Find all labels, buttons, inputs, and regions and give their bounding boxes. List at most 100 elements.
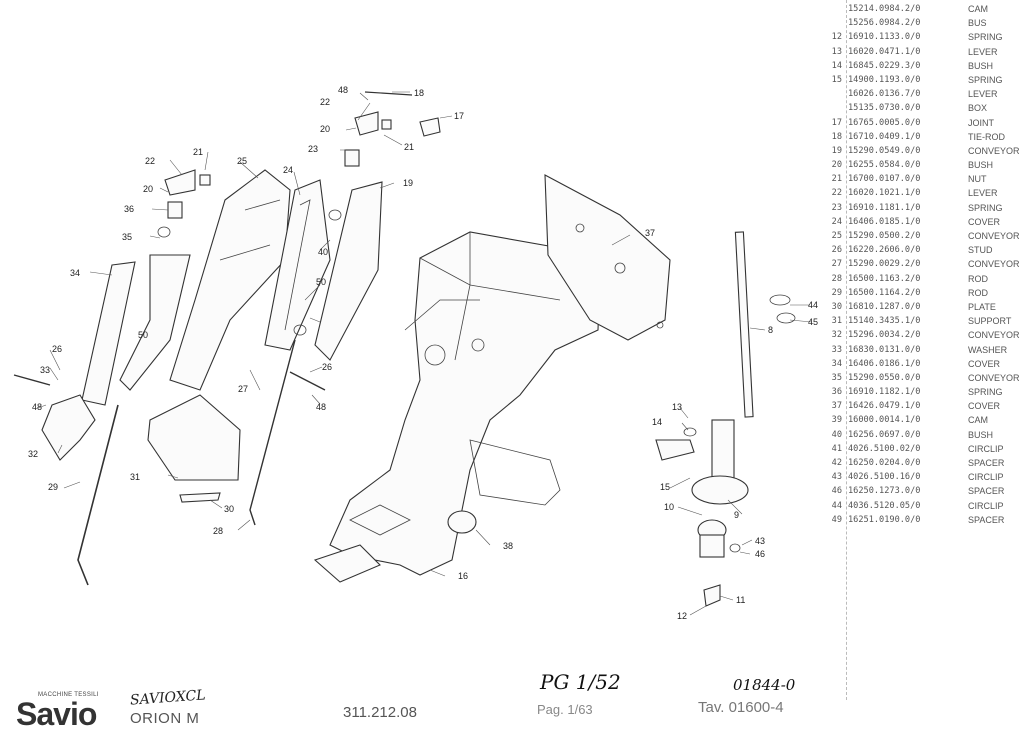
part-code: 16020.1021.1/0 — [848, 188, 921, 199]
part-code: 16256.0697.0/0 — [848, 429, 921, 440]
callout: 38 — [503, 541, 513, 551]
callout: 32 — [28, 449, 38, 459]
callout: 45 — [808, 317, 818, 327]
part-code: 16406.0185.1/0 — [848, 216, 921, 227]
part-code: 16845.0229.3/0 — [848, 60, 921, 71]
part-code: 16220.2606.0/0 — [848, 245, 921, 256]
parts-list-divider — [846, 0, 848, 700]
part-description: SPACER — [968, 486, 1005, 497]
part-description: SPACER — [968, 458, 1005, 468]
callout: 50 — [316, 277, 326, 287]
part-code: 15290.0549.0/0 — [848, 145, 921, 156]
bush-part-38 — [447, 510, 477, 534]
rod-part-28 — [249, 339, 296, 526]
table-number: Tav. 01600-4 — [698, 699, 784, 716]
callout: 21 — [404, 142, 414, 152]
part-code: 15140.3435.1/0 — [848, 316, 921, 327]
conveyor-part-25 — [169, 169, 291, 391]
part-description: WASHER — [968, 344, 1008, 355]
part-description: BOX — [968, 103, 988, 114]
callout: 26 — [52, 344, 62, 354]
part-description: TIE-ROD — [968, 131, 1005, 142]
part-position: 39 — [831, 415, 842, 426]
part-position: 29 — [831, 287, 842, 298]
conveyor-part-19 — [314, 181, 383, 361]
part-code: 16026.0136.7/0 — [848, 89, 921, 100]
callout: 23 — [308, 144, 318, 154]
part-description: SPRING — [968, 202, 1003, 213]
stud-part-26b — [289, 371, 326, 391]
callout: 35 — [122, 232, 132, 242]
cover-part-34 — [81, 261, 136, 406]
callout: 48 — [32, 402, 42, 412]
stud-part-26 — [13, 374, 51, 386]
part-description: COVER — [968, 401, 1001, 412]
part-description: BUSH — [968, 429, 994, 440]
part-position: 14 — [831, 60, 842, 71]
part-code: 16406.0186.1/0 — [848, 358, 921, 369]
part-code: 16910.1133.0/0 — [848, 32, 921, 43]
callout: 30 — [224, 504, 234, 514]
part-position: 22 — [831, 188, 842, 199]
callout: 18 — [414, 88, 424, 98]
part-position — [812, 101, 848, 115]
part-code: 4026.5100.16/0 — [848, 472, 921, 483]
small-parts-cluster — [157, 91, 441, 336]
part-code: 16710.0409.1/0 — [848, 131, 921, 142]
callout: 20 — [320, 124, 330, 134]
part-code: 15256.0984.2/0 — [848, 18, 921, 29]
part-position: 20 — [831, 160, 842, 171]
part-position: 42 — [831, 458, 842, 468]
leader-lines — [37, 91, 813, 616]
callout: 9 — [734, 510, 739, 520]
callout-labels: 48 18 17 22 20 21 23 22 21 20 25 24 19 3… — [28, 85, 818, 621]
savio-logo: MACCHINE TESSILI Savio — [14, 690, 114, 734]
callout: 25 — [237, 156, 247, 166]
callout: 31 — [130, 472, 140, 482]
callout: 48 — [338, 85, 348, 95]
part-code: 16830.0131.0/0 — [848, 344, 921, 355]
part-description: SUPPORT — [968, 316, 1012, 327]
plate-part-30 — [179, 492, 221, 503]
part-position: 23 — [831, 202, 842, 213]
part-description: LEVER — [968, 188, 998, 199]
part-position: 27 — [831, 259, 842, 270]
part-code: 16020.0471.1/0 — [848, 46, 921, 57]
part-description: BUSH — [968, 60, 994, 71]
support-part-31 — [147, 394, 241, 481]
part-description: LEVER — [968, 46, 998, 57]
callout: 34 — [70, 268, 80, 278]
part-code: 15214.0984.2/0 — [848, 4, 921, 14]
callout: 24 — [283, 165, 293, 175]
part-code: 16255.0584.0/0 — [848, 160, 921, 171]
part-code: 15290.0550.0/0 — [848, 372, 921, 383]
callout: 37 — [645, 228, 655, 238]
part-position: 18 — [831, 131, 842, 142]
part-description: LEVER — [968, 89, 998, 100]
part-code: 16000.0014.1/0 — [848, 415, 921, 426]
part-description: NUT — [968, 174, 987, 185]
part-description: COVER — [968, 216, 1001, 227]
part-description: CIRCLIP — [968, 443, 1004, 454]
callout: 29 — [48, 482, 58, 492]
part-code: 16426.0479.1/0 — [848, 401, 921, 412]
part-position: 41 — [831, 443, 842, 454]
gear-assembly-part-9 — [655, 419, 749, 607]
part-position — [812, 16, 848, 30]
cover-part-37 — [469, 174, 671, 506]
